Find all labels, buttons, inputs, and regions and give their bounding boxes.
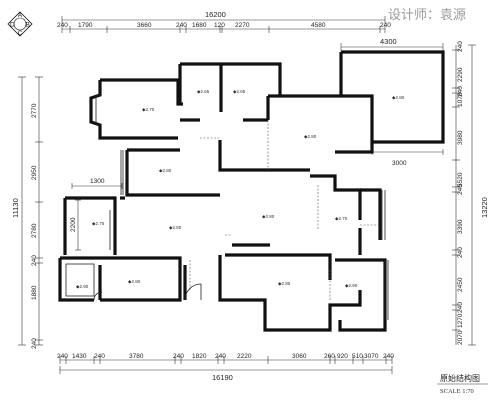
dim-right-240-b: 240 — [457, 86, 464, 97]
dim-bottom-240-c: 240 — [173, 353, 184, 360]
title-block: 原始结构图 SCALE 1:70 — [437, 373, 488, 395]
dim-bottom-2220: 2220 — [237, 353, 252, 360]
dim-right-1270: 1270 — [457, 313, 464, 328]
walls — [58, 50, 445, 332]
dim-left-2780: 2780 — [31, 223, 38, 238]
windows — [65, 150, 389, 320]
dim-right-240-e: 240 — [457, 302, 464, 313]
svg-text:◆2.75: ◆2.75 — [92, 221, 105, 226]
dim-bottom-1430: 1430 — [72, 353, 87, 360]
top-dimensions: 16200 240 1790 3660 240 1680 120 2270 45… — [57, 10, 391, 33]
room-labels: ◆2.70 ◆2.65 ◆2.65 ◆2.80 ◆2.80 ◆2.80 ◆2.7… — [76, 89, 405, 289]
dim-right-5520: 5520 — [457, 172, 464, 187]
svg-text:◆2.80: ◆2.80 — [169, 225, 182, 230]
dim-bottom-3780: 3780 — [129, 353, 144, 360]
svg-text:◆2.90: ◆2.90 — [345, 283, 358, 288]
dim-top-1680: 1680 — [192, 22, 207, 29]
svg-text:◆2.80: ◆2.80 — [159, 168, 172, 173]
designer-credit: 设计师：袁源 — [388, 7, 466, 22]
compass-west: D — [10, 22, 15, 29]
dim-top-1790: 1790 — [78, 22, 93, 29]
dim-right-240-a: 240 — [457, 41, 464, 52]
svg-text:◆2.80: ◆2.80 — [392, 95, 405, 100]
dim-bottom-920: 920 — [337, 353, 348, 360]
dim-top-total: 16200 — [205, 10, 226, 19]
left-dimensions: 11130 2770 2950 2780 240 1880 240 — [11, 76, 43, 349]
compass-east: B — [26, 22, 30, 29]
dim-top-120: 120 — [214, 22, 225, 29]
dim-bottom-240-b: 240 — [94, 353, 105, 360]
dim-right-240-c: 240 — [457, 184, 464, 195]
dashed-lines — [189, 120, 380, 300]
dim-top-240-c: 240 — [380, 22, 391, 29]
dim-inner-1300: 1300 — [90, 178, 105, 185]
compass-south: C — [18, 30, 23, 37]
door-swing — [93, 283, 202, 301]
bottom-dimensions: 240 1430 240 3780 240 1820 240 2220 3060… — [57, 353, 394, 382]
svg-text:◆2.70: ◆2.70 — [335, 216, 348, 221]
drawing-title: 原始结构图 — [440, 373, 480, 383]
dim-bottom-510: 510 — [352, 353, 363, 360]
dim-balcony-depth: 3000 — [392, 160, 407, 167]
svg-text:◆2.80: ◆2.80 — [278, 281, 291, 286]
dim-balcony-width: 4300 — [380, 37, 397, 46]
dim-left-2950: 2950 — [31, 165, 38, 180]
right-dimensions: 13220 240 2290 240 1070 3980 5520 240 33… — [452, 41, 489, 346]
dim-left-1880: 1880 — [31, 285, 38, 300]
compass-north: A — [18, 12, 23, 19]
dim-right-3390: 3390 — [457, 219, 464, 234]
svg-text:◆2.65: ◆2.65 — [233, 89, 246, 94]
dim-top-2270: 2270 — [235, 22, 250, 29]
dim-bottom-1820: 1820 — [192, 353, 207, 360]
dim-bottom-260: 260 — [324, 353, 335, 360]
dim-left-240-b: 240 — [31, 338, 38, 349]
inner-dimensions: 1300 2200 — [70, 178, 123, 251]
dim-right-2290: 2290 — [457, 67, 464, 82]
balcony-width-dim: 4300 — [340, 37, 444, 51]
dim-right-240-d: 240 — [457, 247, 464, 258]
dim-top-3660: 3660 — [137, 22, 152, 29]
compass-icon: A D B C — [7, 11, 33, 37]
dim-bottom-total: 16190 — [212, 373, 233, 382]
svg-text:◆2.90: ◆2.90 — [76, 284, 89, 289]
dim-right-1070: 1070 — [457, 92, 464, 107]
balcony-depth-dim: 3000 — [371, 149, 444, 167]
dim-right-2070: 2070 — [457, 330, 464, 345]
svg-text:◆2.70: ◆2.70 — [142, 107, 155, 112]
dim-bottom-240-a: 240 — [57, 353, 68, 360]
dim-top-4580: 4580 — [311, 22, 326, 29]
svg-text:◆2.80: ◆2.80 — [128, 279, 141, 284]
dim-top-240-a: 240 — [57, 22, 68, 29]
dim-bottom-3060: 3060 — [292, 353, 307, 360]
dim-right-3980: 3980 — [457, 130, 464, 145]
dim-left-240-a: 240 — [31, 255, 38, 266]
dim-bottom-3070: 3070 — [364, 353, 379, 360]
svg-text:◆2.65: ◆2.65 — [197, 89, 210, 94]
dim-right-2450: 2450 — [457, 277, 464, 292]
dim-left-total: 11130 — [11, 198, 20, 218]
dim-top-240-b: 240 — [176, 22, 187, 29]
svg-text:◆2.80: ◆2.80 — [262, 214, 275, 219]
svg-text:◆2.80: ◆2.80 — [304, 134, 317, 139]
dim-left-2770: 2770 — [31, 103, 38, 118]
dim-inner-2200: 2200 — [70, 217, 77, 232]
dim-bottom-240-e: 240 — [383, 353, 394, 360]
drawing-scale: SCALE 1:70 — [440, 388, 474, 395]
dim-right-total: 13220 — [480, 197, 489, 218]
dim-bottom-240-d: 240 — [215, 353, 226, 360]
